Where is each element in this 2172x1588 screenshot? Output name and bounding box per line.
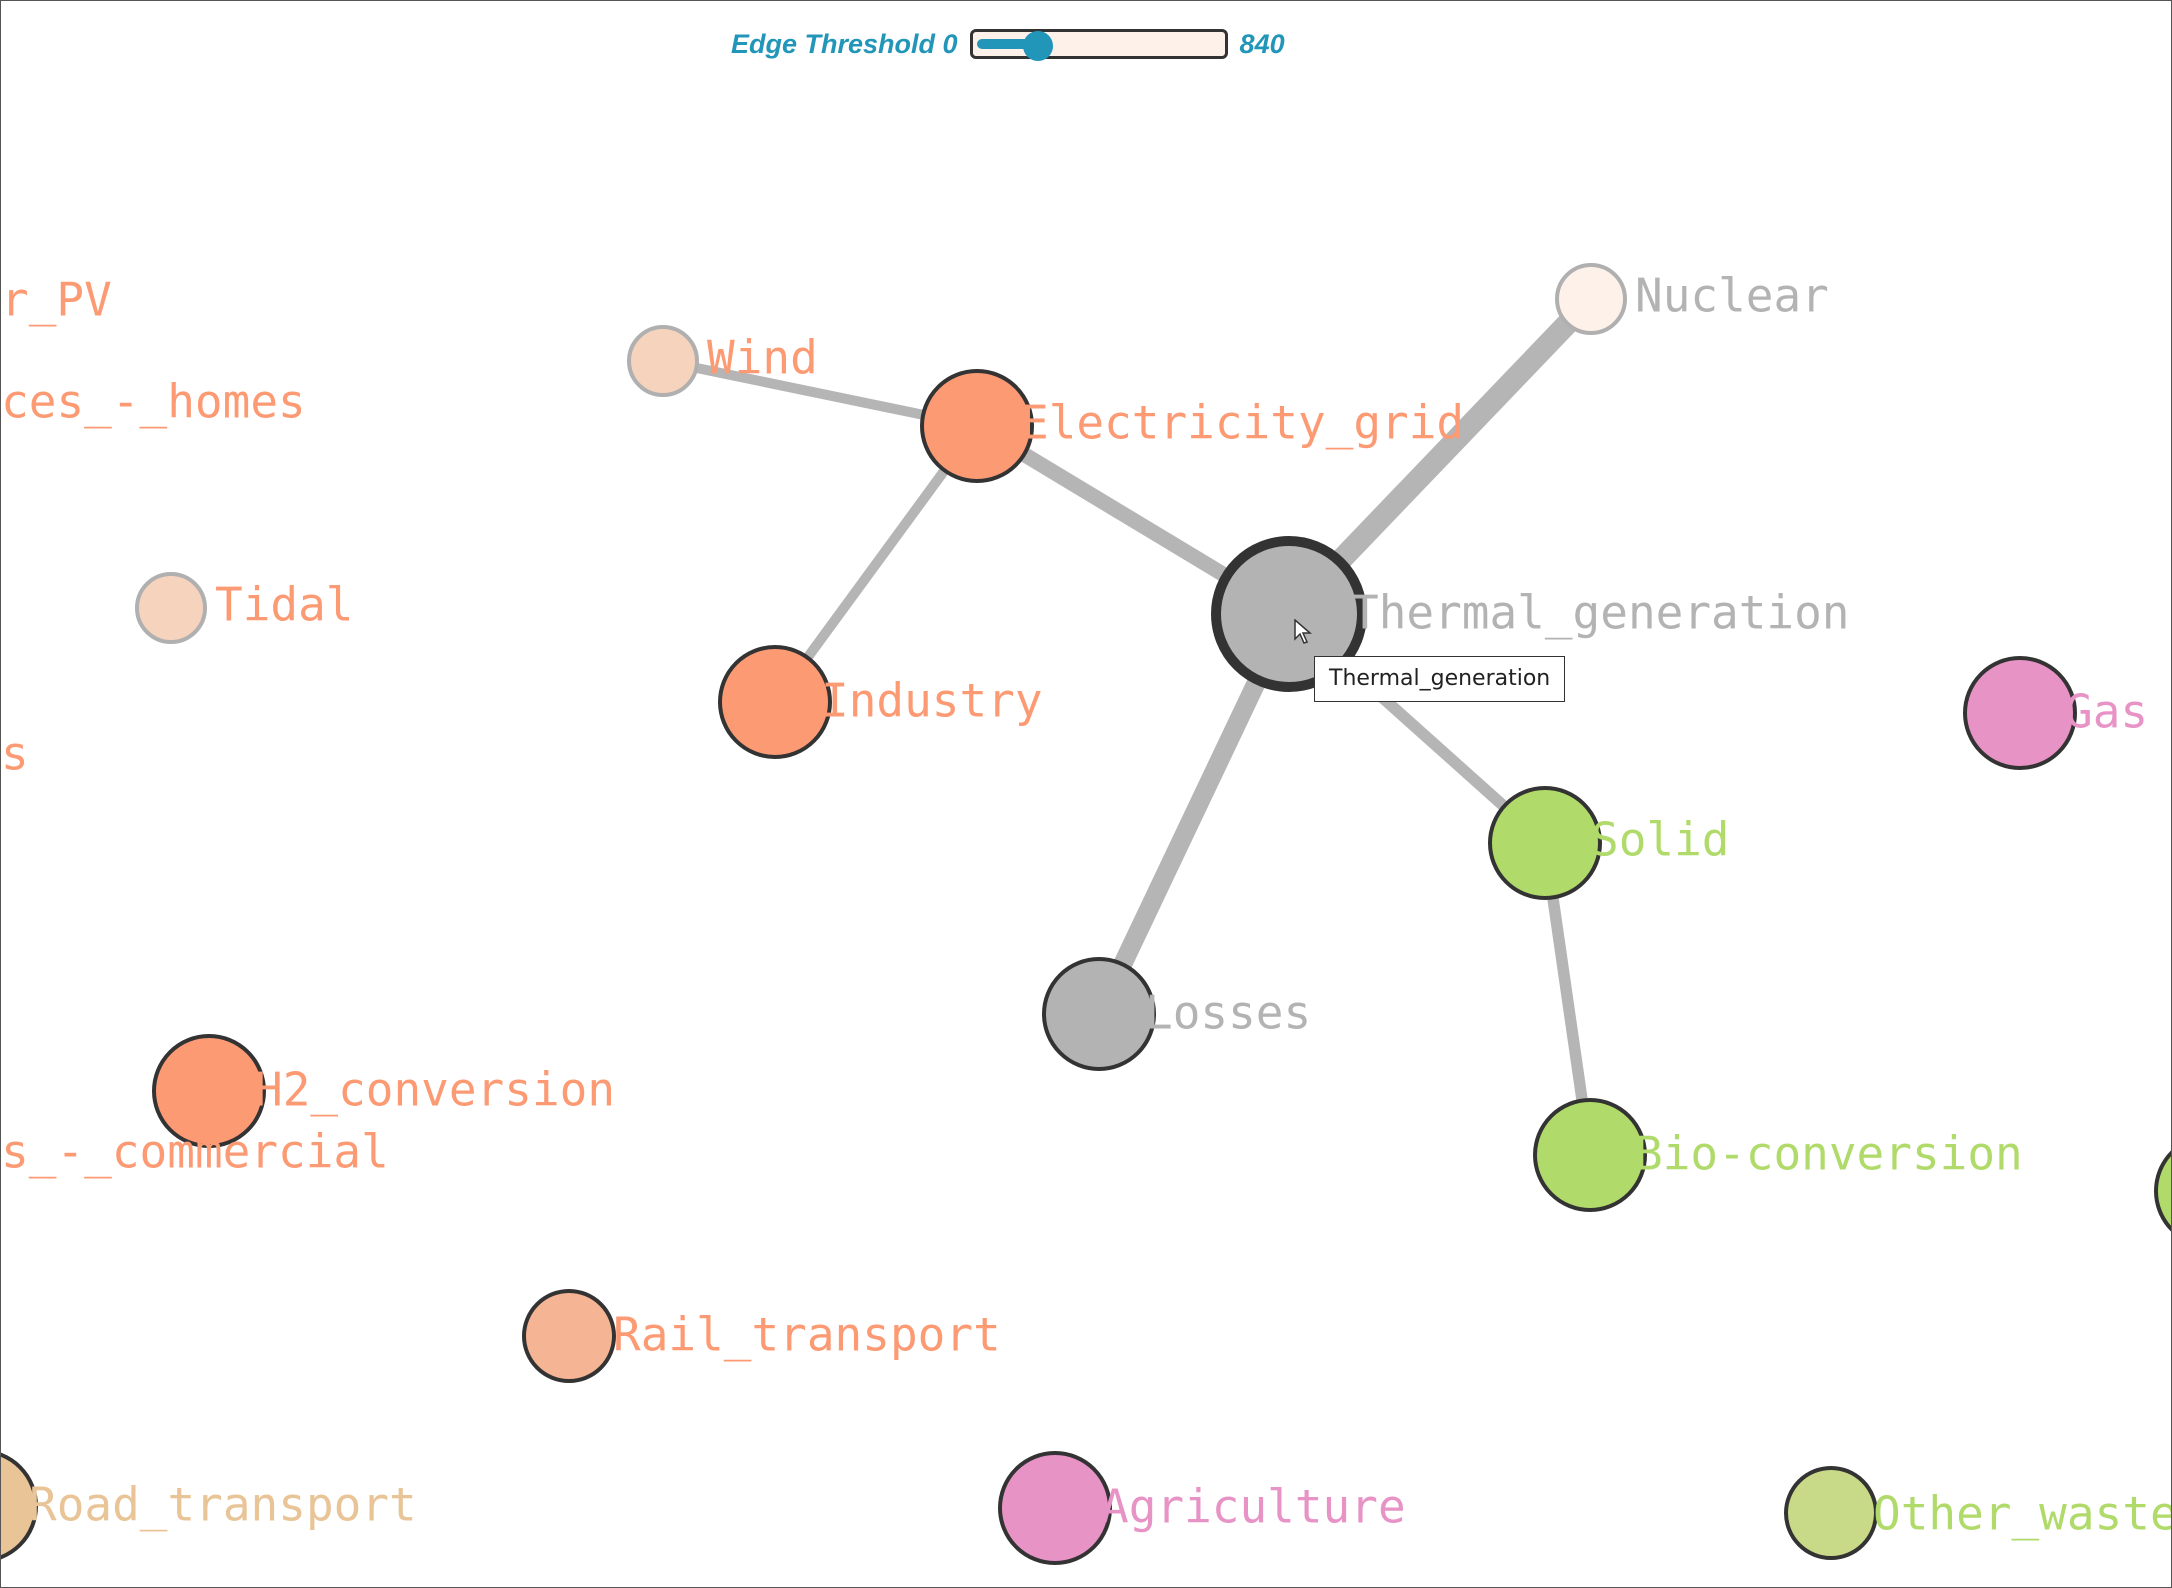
slider-thumb[interactable] <box>1022 31 1053 61</box>
node-solar-pv[interactable]: Solar_PV <box>1 273 112 327</box>
node-circle[interactable] <box>1555 263 1627 335</box>
edge-threshold-slider[interactable] <box>969 29 1228 61</box>
node-industry[interactable]: Industry <box>718 645 1043 759</box>
node-losses[interactable]: Losses <box>1042 957 1311 1071</box>
slider-fill <box>976 39 1038 49</box>
node-appliances-homes[interactable]: Appliances_-_homes <box>1 375 306 429</box>
node-circle[interactable] <box>522 1289 616 1383</box>
node-label: Tidal <box>215 578 353 632</box>
node-label: Appliances_-_homes <box>1 375 306 429</box>
node-thermal-generation[interactable]: Thermal_generation <box>1211 536 1850 692</box>
node-tooltip: Thermal_generation <box>1314 656 1566 702</box>
node-label: Solar_PV <box>1 273 112 327</box>
nodes-layer: Solar_PV Appliances_-_homes WindElectricit… <box>1 263 2171 1565</box>
node-label: Road_transport <box>29 1478 417 1532</box>
node-label: Losses <box>1145 986 1311 1040</box>
node-label: s <box>1 727 29 781</box>
node-other-waste[interactable]: Other_waste <box>1784 1466 2171 1560</box>
edge-threshold-max: 840 <box>1239 28 1285 59</box>
node-circle[interactable] <box>135 572 207 644</box>
mouse-pointer-icon <box>1294 619 1312 644</box>
node-circle[interactable] <box>1784 1466 1878 1560</box>
node-label: Wind <box>707 331 818 385</box>
node-circle[interactable] <box>920 369 1034 483</box>
node-label: Gas <box>2065 685 2148 739</box>
node-label: Thermal_generation <box>1351 586 1850 640</box>
node-rail-transport[interactable]: Rail_transport <box>522 1289 1001 1383</box>
node-circle[interactable] <box>718 645 832 759</box>
node-label: Other_waste <box>1873 1487 2171 1541</box>
node-solid[interactable]: Solid <box>1488 786 1729 900</box>
node-biomass[interactable] <box>2154 1136 2171 1246</box>
node-circle[interactable] <box>1 1451 38 1561</box>
node-bio-conversion[interactable]: Bio-conversion <box>1533 1098 2023 1212</box>
node-circle[interactable] <box>1488 786 1602 900</box>
node-circle[interactable] <box>998 1451 1112 1565</box>
node-circle[interactable] <box>1042 957 1156 1071</box>
node-wind[interactable]: Wind <box>627 325 818 397</box>
node-label: Industry <box>821 674 1043 728</box>
edge-electricity-grid-industry[interactable] <box>770 423 982 705</box>
node-tidal[interactable]: Tidal <box>135 572 353 644</box>
node-electricity-grid[interactable]: Electricity_grid <box>920 369 1464 483</box>
node-agriculture[interactable]: Agriculture <box>998 1451 1406 1565</box>
node-gas[interactable]: Gas <box>1963 656 2148 770</box>
edge-threshold-label: Edge Threshold 0 <box>731 28 958 59</box>
node-circle[interactable] <box>2154 1136 2171 1246</box>
node-h2-conversion[interactable]: H2_conversion <box>152 1034 615 1148</box>
node-circle[interactable] <box>1533 1098 1647 1212</box>
node-label: Lighting_&_appliances_-_commercial <box>1 1125 389 1179</box>
node-label: Nuclear <box>1635 269 1829 323</box>
node-circle[interactable] <box>1211 536 1367 692</box>
node-circle[interactable] <box>152 1034 266 1148</box>
node-circle[interactable] <box>1963 656 2077 770</box>
node-nuclear[interactable]: Nuclear <box>1555 263 1829 335</box>
node-label: Rail_transport <box>613 1308 1001 1362</box>
node-lighting-appliances-commercial[interactable]: Lighting_&_appliances_-_commercial <box>1 1125 389 1179</box>
edge-threshold-control: Edge Threshold 0 840 <box>731 19 1285 69</box>
node-road-transport[interactable]: Road_transport <box>1 1451 417 1561</box>
node-label: Bio-conversion <box>1635 1127 2023 1181</box>
node-circle[interactable] <box>627 325 699 397</box>
node-label: H2_conversion <box>255 1063 615 1117</box>
node-label: Agriculture <box>1101 1480 1406 1534</box>
node-lighting-appliances-commercial-edge[interactable]: s <box>1 727 29 781</box>
node-label: Electricity_grid <box>1021 396 1464 450</box>
node-label: Solid <box>1591 813 1729 867</box>
